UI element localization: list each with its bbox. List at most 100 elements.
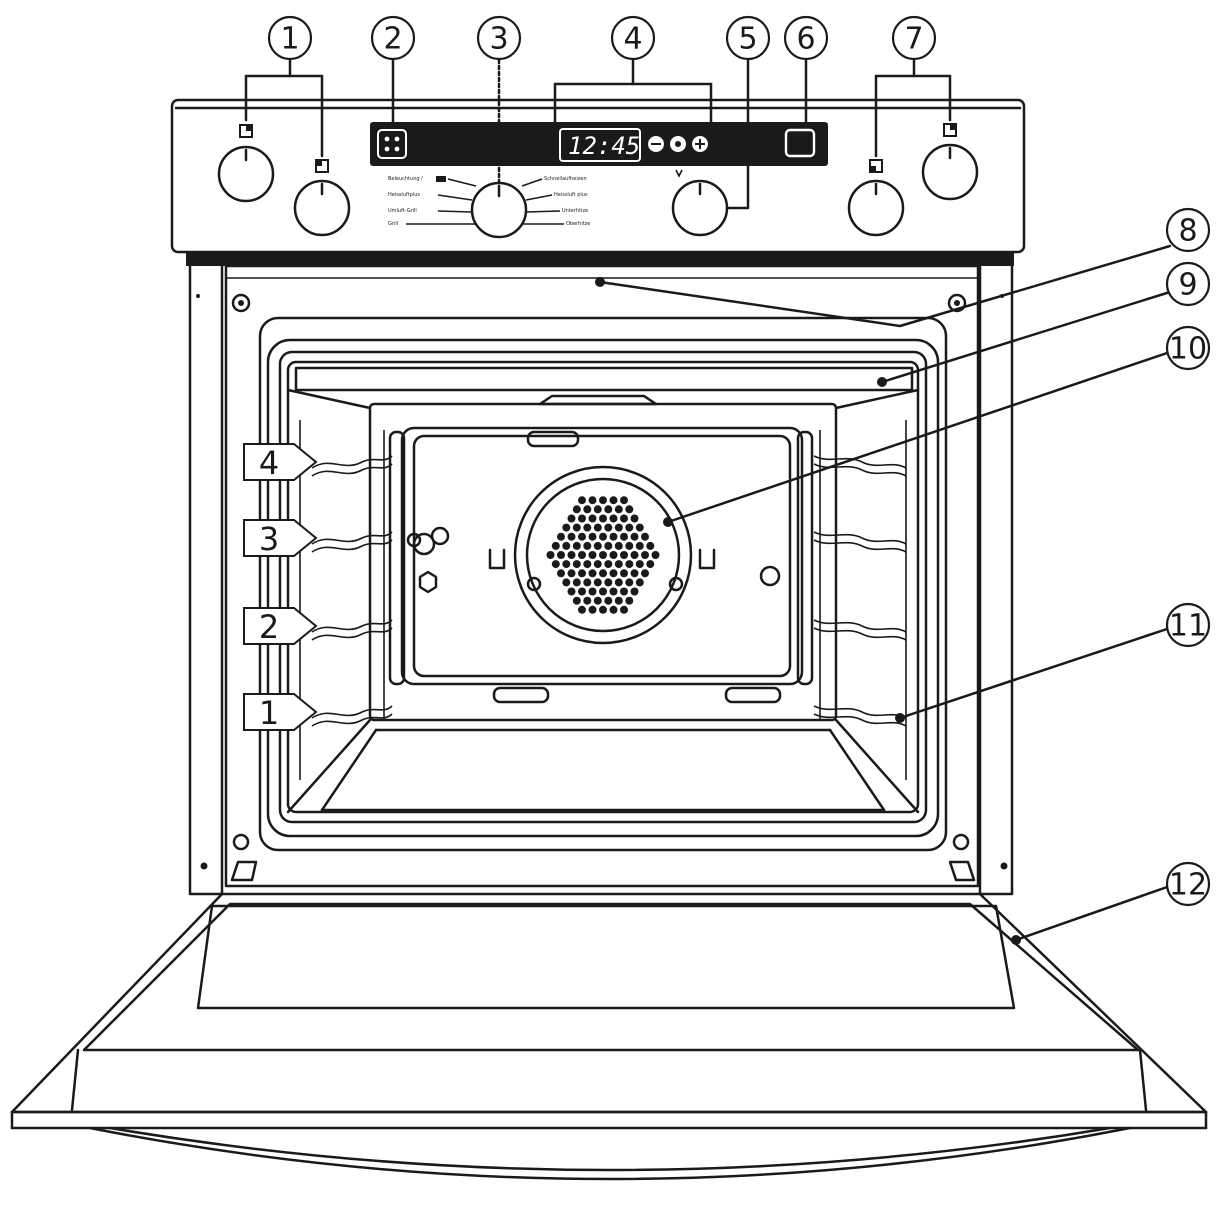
clock-time: 12:45	[568, 132, 640, 160]
fan-mesh-hole	[604, 560, 613, 569]
fan-mesh-hole	[599, 532, 607, 541]
side-rail	[813, 627, 907, 641]
function-labels-right: Schnellaufheizen Heissluft plus Unterhit…	[521, 176, 590, 227]
callout-7: 7	[891, 15, 937, 61]
fan-mesh-hole	[578, 605, 586, 614]
cooktop-knob-3[interactable]	[847, 179, 905, 237]
fan-mesh-hole	[583, 505, 592, 514]
fan-mesh-hole	[599, 569, 607, 578]
side-rail	[813, 705, 907, 719]
fan-mesh-hole	[583, 578, 592, 587]
fan-mesh-hole	[604, 596, 613, 605]
fan-mesh-hole	[588, 551, 597, 559]
callout-number: 9	[1178, 268, 1197, 303]
fan-mesh-hole	[593, 578, 602, 587]
fan-mesh-hole	[583, 541, 592, 550]
callout-number: 7	[904, 22, 923, 57]
rear-wall-cover	[400, 426, 804, 686]
callout-number: 12	[1169, 868, 1207, 903]
svg-text:Schnellaufheizen: Schnellaufheizen	[544, 176, 587, 182]
fan-mesh-hole	[620, 587, 628, 596]
cooktop-knob-2[interactable]	[293, 179, 351, 237]
fan-mesh-hole	[620, 569, 628, 578]
fan-mesh-hole	[588, 514, 597, 523]
callout-number: 2	[383, 22, 402, 57]
fan-mesh-hole	[614, 541, 623, 550]
fan-mesh-hole	[593, 560, 602, 569]
fan-mesh-hole	[604, 578, 613, 587]
fan-mesh-hole	[630, 569, 639, 578]
cooktop-knob-1[interactable]	[217, 145, 275, 203]
callout-5: 5	[725, 15, 771, 61]
frame-screw	[947, 293, 967, 313]
fan-mesh-hole	[604, 505, 613, 514]
fan-mesh-hole	[641, 532, 649, 541]
callout-4: 4	[610, 15, 656, 61]
fan-mesh-hole	[620, 605, 628, 614]
fan-mesh-hole	[614, 560, 623, 569]
fan-mesh-hole	[578, 551, 586, 559]
callout-11: 11	[1165, 602, 1211, 648]
oven-cavity	[258, 316, 948, 852]
fan-mesh-hole	[557, 532, 565, 541]
fan-mesh-hole	[567, 569, 576, 578]
fan-mesh-hole	[609, 587, 618, 596]
side-rail	[311, 619, 393, 633]
fan-mesh-hole	[562, 541, 571, 550]
fan-mesh-hole	[635, 578, 644, 587]
side-rail	[813, 713, 907, 727]
fan-mesh-hole	[551, 541, 560, 550]
fan-mesh-hole	[646, 541, 655, 550]
fan-mesh-hole	[630, 551, 639, 559]
side-rails-right	[813, 420, 907, 780]
fan-mesh-hole	[604, 523, 613, 532]
door-handle[interactable]	[88, 1126, 1132, 1181]
callout-number: 3	[489, 22, 508, 57]
side-rail	[813, 619, 907, 633]
shelf-level-number: 2	[259, 608, 279, 646]
cooktop-knob-4[interactable]	[921, 143, 979, 201]
svg-text:Grill: Grill	[388, 221, 398, 227]
fan-mesh-hole	[635, 523, 644, 532]
fan-mesh-hole	[578, 569, 586, 578]
fan-mesh-hole	[635, 560, 644, 569]
callout-3: 3	[476, 15, 522, 61]
callout-6: 6	[783, 15, 829, 61]
fan-mesh-hole	[625, 505, 634, 514]
fan-mesh-hole	[551, 560, 560, 569]
side-rail	[311, 455, 393, 469]
side-rail	[311, 531, 393, 545]
fan-mesh-hole	[614, 596, 623, 605]
callout-number: 10	[1169, 332, 1207, 367]
svg-text:Beleuchtung /: Beleuchtung /	[388, 176, 423, 182]
shelf-level-1: 1	[243, 693, 318, 732]
fan-mesh-hole	[583, 560, 592, 569]
side-rail	[813, 463, 907, 477]
fan-mesh-hole	[546, 551, 555, 559]
fan-mesh-hole	[614, 578, 623, 587]
svg-text:Umluft-Grill: Umluft-Grill	[388, 208, 417, 214]
fan-mesh-hole	[620, 551, 628, 559]
fan-mesh-hole	[599, 587, 607, 596]
fan-mesh-hole	[646, 560, 655, 569]
fan-mesh-hole	[593, 541, 602, 550]
callout-number: 6	[796, 22, 815, 57]
callout-12: 12	[1165, 861, 1211, 907]
fan-mesh-hole	[625, 541, 634, 550]
svg-text:Unterhitze: Unterhitze	[562, 208, 588, 214]
temperature-indicator-icon	[784, 128, 816, 158]
svg-text:Heissluftplus: Heissluftplus	[388, 192, 420, 198]
callout-1: 1	[267, 15, 313, 61]
fan-mesh-hole	[572, 523, 581, 532]
fan-mesh-hole	[588, 532, 597, 541]
oven-door	[10, 892, 1208, 1181]
fan-mesh-hole	[572, 560, 581, 569]
fan-mesh-hole	[578, 587, 586, 596]
callout-8: 8	[1165, 207, 1211, 253]
fan-mesh-hole	[578, 496, 586, 505]
side-rail	[813, 539, 907, 553]
fan-mesh-hole	[625, 596, 634, 605]
callout-number: 11	[1169, 609, 1207, 644]
